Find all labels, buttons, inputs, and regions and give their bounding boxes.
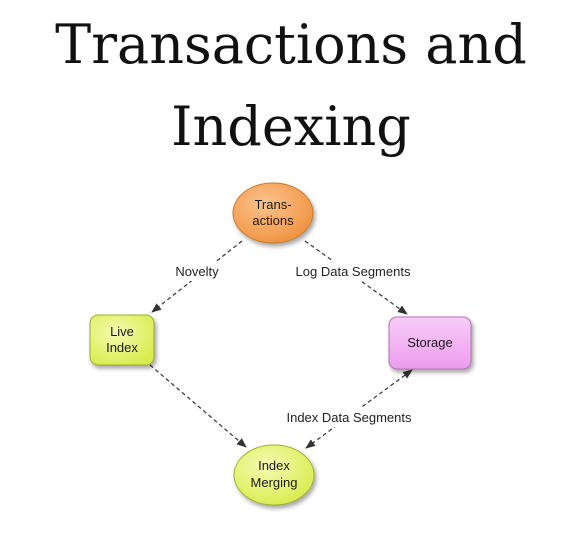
node-transactions-label-1: Trans- [254,197,291,212]
edge-label-log-data-segments: Log Data Segments [296,264,411,279]
node-transactions: Trans- actions [232,182,314,244]
edge-live-index-to-index-merging [149,364,247,448]
edge-label-bg [168,261,226,281]
node-storage: Storage [388,316,472,370]
node-live-index-label-2: Index [106,340,138,355]
page-title-line-2: Indexing [171,95,411,158]
edge-label-bg [290,261,418,281]
edge-label-novelty: Novelty [175,264,219,279]
node-transactions-label-2: actions [252,213,294,228]
node-live-index: Live Index [89,314,155,366]
node-index-merging-label-2: Merging [251,475,298,490]
node-index-merging: Index Merging [233,444,315,506]
edge-label-index-data-segments: Index Data Segments [286,410,412,425]
page-title-line-1: Transactions and [55,13,527,76]
node-live-index-label-1: Live [110,324,134,339]
node-index-merging-label-1: Index [258,458,290,473]
edge-label-bg [282,407,416,427]
node-storage-label: Storage [407,335,453,350]
